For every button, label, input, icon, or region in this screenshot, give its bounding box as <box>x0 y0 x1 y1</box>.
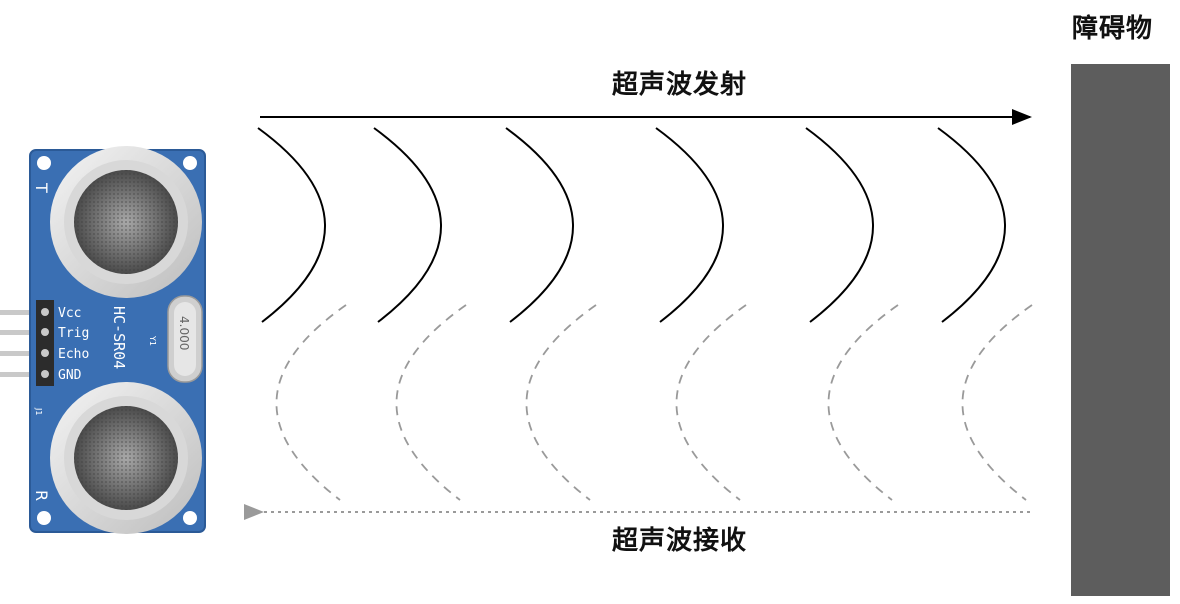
emitted-wave-5 <box>805 127 874 323</box>
model-label: HC-SR04 <box>110 306 128 369</box>
emitted-waves <box>257 127 1006 323</box>
pin-label-echo: Echo <box>58 347 89 362</box>
emitted-wave-1 <box>257 127 326 323</box>
pin-label-vcc: Vcc <box>58 306 81 321</box>
emitted-wave-3 <box>505 127 574 323</box>
crystal-ref: Y1 <box>148 335 157 346</box>
receiver <box>50 382 202 534</box>
reflected-waves <box>275 304 1033 501</box>
receive-label: 超声波接收 <box>612 526 748 556</box>
crystal: 4.000 <box>167 295 203 383</box>
obstacle-label: 障碍物 <box>1072 14 1154 44</box>
crystal-label: 4.000 <box>177 316 191 350</box>
reflected-wave-1 <box>275 304 347 501</box>
emitted-wave-4 <box>655 127 724 323</box>
emitted-wave-6 <box>937 127 1006 323</box>
receiver-mark: R <box>32 490 51 501</box>
obstacle-block <box>1071 64 1170 596</box>
pin-label-gnd: GND <box>58 368 82 383</box>
transmitter-mark: T <box>32 182 51 193</box>
pin-label-trig: Trig <box>58 326 89 341</box>
header-pins <box>0 310 36 377</box>
reflected-wave-2 <box>395 304 467 501</box>
emitted-wave-2 <box>373 127 442 323</box>
reflected-wave-3 <box>525 304 597 501</box>
transmitter <box>50 146 202 298</box>
sensor-module: Vcc Trig Echo GND HC-SR04 T R Y1 J1 4.00… <box>0 146 206 534</box>
emit-label: 超声波发射 <box>612 70 748 100</box>
reflected-wave-4 <box>675 304 747 501</box>
header-ref: J1 <box>34 407 43 415</box>
reflected-wave-5 <box>827 304 899 501</box>
reflected-wave-6 <box>961 304 1033 501</box>
